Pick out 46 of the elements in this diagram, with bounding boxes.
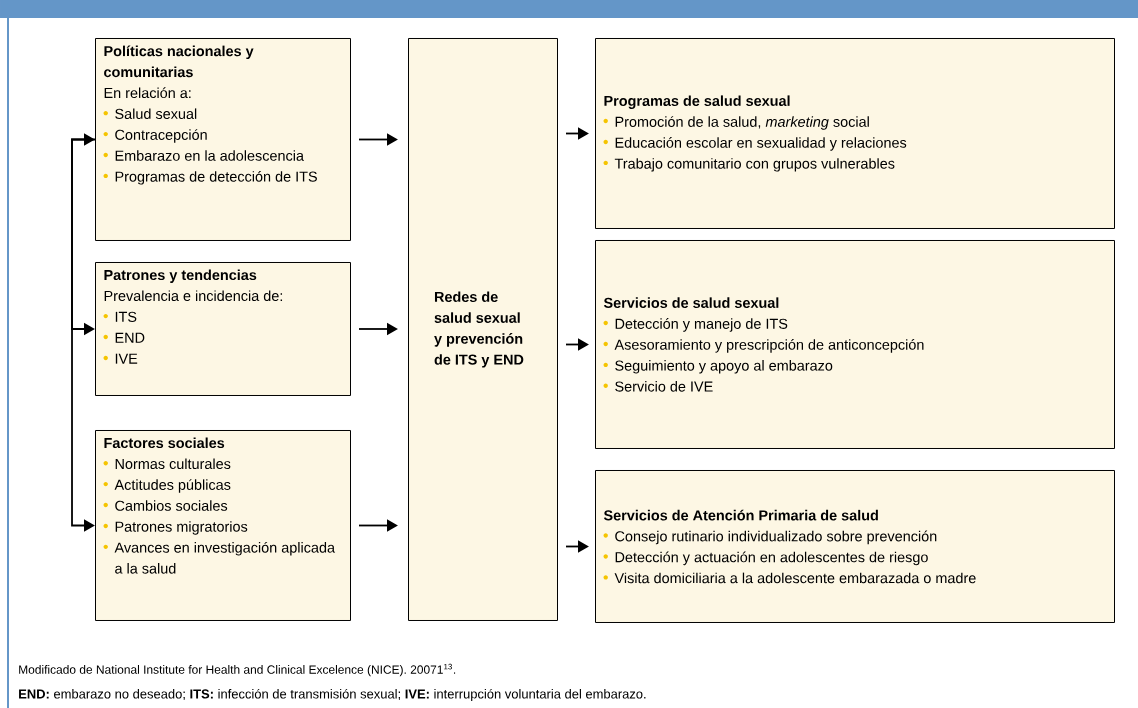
box-heading: Factores sociales bbox=[104, 437, 225, 449]
bullet-item: Educación escolar en sexualidad y relaciones bbox=[603, 137, 907, 151]
bullet-item: Programas de detección de ITS bbox=[103, 171, 317, 185]
bullet-item: Actitudes públicas bbox=[103, 479, 231, 493]
box-intro: En relación a: bbox=[104, 87, 191, 99]
process-box bbox=[95, 430, 351, 621]
box-heading: Servicios de Atención Primaria de salud bbox=[603, 509, 878, 521]
arrow bbox=[565, 540, 589, 553]
arrow bbox=[358, 519, 398, 532]
bullet-item: Consejo rutinario individualizado sobre prevención bbox=[603, 530, 937, 545]
process-box bbox=[595, 38, 1115, 229]
process-box bbox=[408, 38, 558, 621]
bullet-item: Patrones migratorios bbox=[103, 521, 248, 535]
bullet-item: Salud sexual bbox=[103, 108, 197, 119]
bullet-item: Servicio de IVE bbox=[603, 381, 713, 392]
bullet-item: END bbox=[103, 332, 145, 343]
process-box bbox=[595, 470, 1115, 623]
box-title: Redes de salud sexual y prevención de ITS y END bbox=[434, 291, 524, 368]
process-box bbox=[95, 38, 351, 241]
abbreviation-note: END: embarazo no deseado; ITS: infección de transmisión sexual; IVE: interrupción voluntaria del embarazo. bbox=[19, 688, 646, 702]
arrow bbox=[565, 127, 589, 140]
box-heading: Programas de salud sexual bbox=[604, 95, 790, 109]
arrow bbox=[71, 133, 95, 532]
process-box bbox=[595, 240, 1115, 449]
bullet-item: Contracepción bbox=[103, 129, 207, 143]
box-heading: Políticas nacionales y comunitarias bbox=[104, 45, 254, 78]
arrow bbox=[358, 133, 398, 146]
source-note: Modificado de National Institute for Health and Clinical Excelence (NICE). 20071$^{13}$. bbox=[19, 663, 456, 677]
bullet-item: Detección y manejo de ITS bbox=[603, 318, 788, 332]
bullet-item: Embarazo en la adolescencia bbox=[103, 150, 304, 161]
bullet-item: Trabajo comunitario con grupos vulnerables bbox=[603, 158, 895, 172]
bullet-item: Asesoramiento y prescripción de anticoncepción bbox=[603, 339, 924, 353]
bullet-item: IVE bbox=[103, 353, 138, 364]
bullet-item: Detección y actuación en adolescentes de riesgo bbox=[603, 551, 928, 566]
box-intro: Prevalencia e incidencia de: bbox=[104, 290, 283, 301]
bullet-item: Seguimiento y apoyo al embarazo bbox=[603, 360, 833, 374]
bullet-item: Visita domiciliaria a la adolescente embarazada o madre bbox=[603, 572, 976, 584]
bullet-item: Cambios sociales bbox=[103, 500, 228, 511]
box-heading: Servicios de salud sexual bbox=[603, 297, 779, 308]
process-box bbox=[95, 262, 351, 396]
arrow bbox=[565, 338, 589, 351]
box-heading: Patrones y tendencias bbox=[104, 269, 257, 283]
bullet-item: Avances en investigación aplicada a la salud bbox=[103, 541, 336, 574]
bullet-item: Normas culturales bbox=[103, 458, 231, 469]
bullet-item: ITS bbox=[103, 311, 137, 322]
bullet-item: Promoción de la salud, marketing social bbox=[603, 116, 869, 130]
